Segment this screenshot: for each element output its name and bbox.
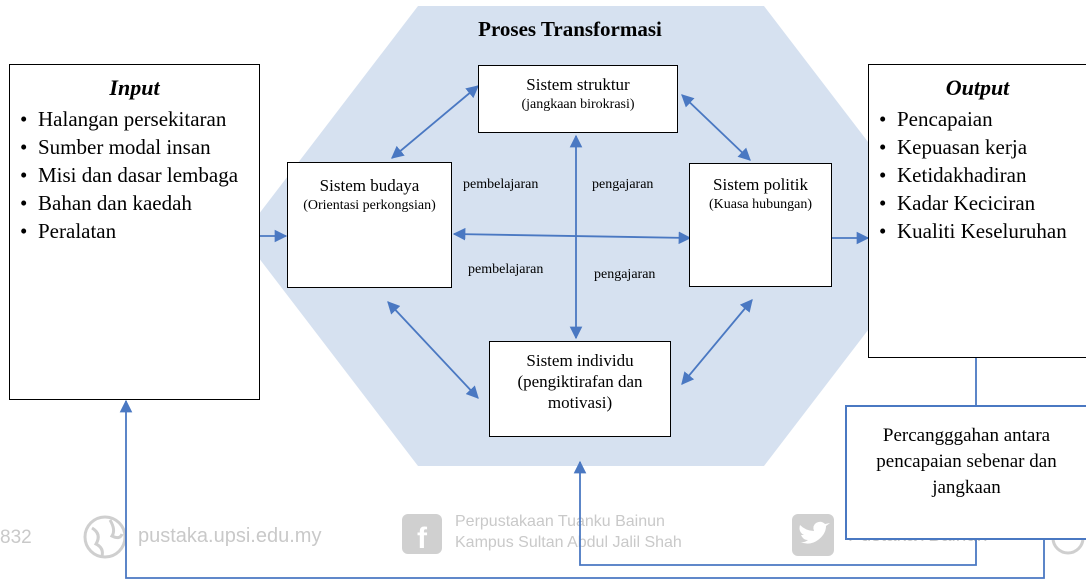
input-item: Halangan persekitaran [10, 105, 259, 133]
system-individual-title: Sistem individu [526, 351, 634, 370]
arrow-structure-politics [681, 94, 751, 161]
output-list: Pencapaian Kepuasan kerja Ketidakhadiran… [869, 105, 1086, 245]
twitter-icon [792, 514, 834, 556]
system-culture-subtitle: (Orientasi perkongsian) [303, 198, 436, 213]
system-culture-box: Sistem budaya (Orientasi perkongsian) [287, 162, 452, 288]
output-title: Output [945, 75, 1010, 100]
feedback-to-input [119, 399, 1045, 579]
facebook-icon: f [402, 514, 442, 555]
system-structure-box: Sistem struktur (jangkaan birokrasi) [478, 65, 678, 133]
system-structure-subtitle: (jangkaan birokrasi) [521, 97, 635, 112]
watermark-page-fragment: 832 [0, 527, 32, 548]
system-structure-title: Sistem struktur [526, 75, 630, 94]
feedback-to-process [573, 460, 977, 566]
arrow-politics-individual [681, 299, 753, 385]
arrow-structure-culture [391, 85, 479, 159]
label-learning-bottom: pembelajaran [468, 262, 544, 277]
output-item: Ketidakhadiran [869, 161, 1086, 189]
input-item: Bahan dan kaedah [10, 189, 259, 217]
label-learning-top: pembelajaran [463, 177, 539, 192]
output-box: Output Pencapaian Kepuasan kerja Ketidak… [868, 64, 1086, 358]
input-title: Input [109, 75, 160, 100]
output-item: Kadar Keciciran [869, 189, 1086, 217]
label-teaching-top: pengajaran [592, 177, 654, 192]
label-teaching-bottom: pengajaran [594, 267, 656, 282]
system-individual-box: Sistem individu (pengiktirafan dan motiv… [489, 341, 671, 437]
discrepancy-box: Percangggahan antara pencapaian sebenar … [845, 405, 1086, 540]
discrepancy-text: Percangggahan antara pencapaian sebenar … [876, 425, 1057, 498]
input-item: Peralatan [10, 217, 259, 245]
watermark-library-line2: Kampus Sultan Abdul Jalil Shah [455, 534, 682, 551]
output-item: Pencapaian [869, 105, 1086, 133]
process-title: Proses Transformasi [478, 17, 662, 41]
globe-icon [83, 515, 127, 559]
output-item: Kepuasan kerja [869, 133, 1086, 161]
system-politics-box: Sistem politik (Kuasa hubungan) [689, 163, 832, 287]
system-politics-subtitle: (Kuasa hubungan) [708, 197, 813, 212]
system-culture-title: Sistem budaya [319, 176, 420, 195]
system-politics-title: Sistem politik [713, 175, 808, 194]
watermark-site: pustaka.upsi.edu.my [138, 525, 322, 547]
input-item: Sumber modal insan [10, 133, 259, 161]
arrow-culture-individual [387, 301, 479, 399]
input-list: Halangan persekitaran Sumber modal insan… [10, 105, 259, 245]
system-individual-subtitle: (pengiktirafan dan motivasi) [517, 372, 643, 412]
input-box: Input Halangan persekitaran Sumber modal… [9, 64, 260, 400]
output-item: Kualiti Keseluruhan [869, 217, 1086, 245]
input-item: Misi dan dasar lembaga [10, 161, 259, 189]
svg-text:f: f [417, 522, 428, 555]
watermark-library-line1: Perpustakaan Tuanku Bainun [455, 513, 665, 530]
